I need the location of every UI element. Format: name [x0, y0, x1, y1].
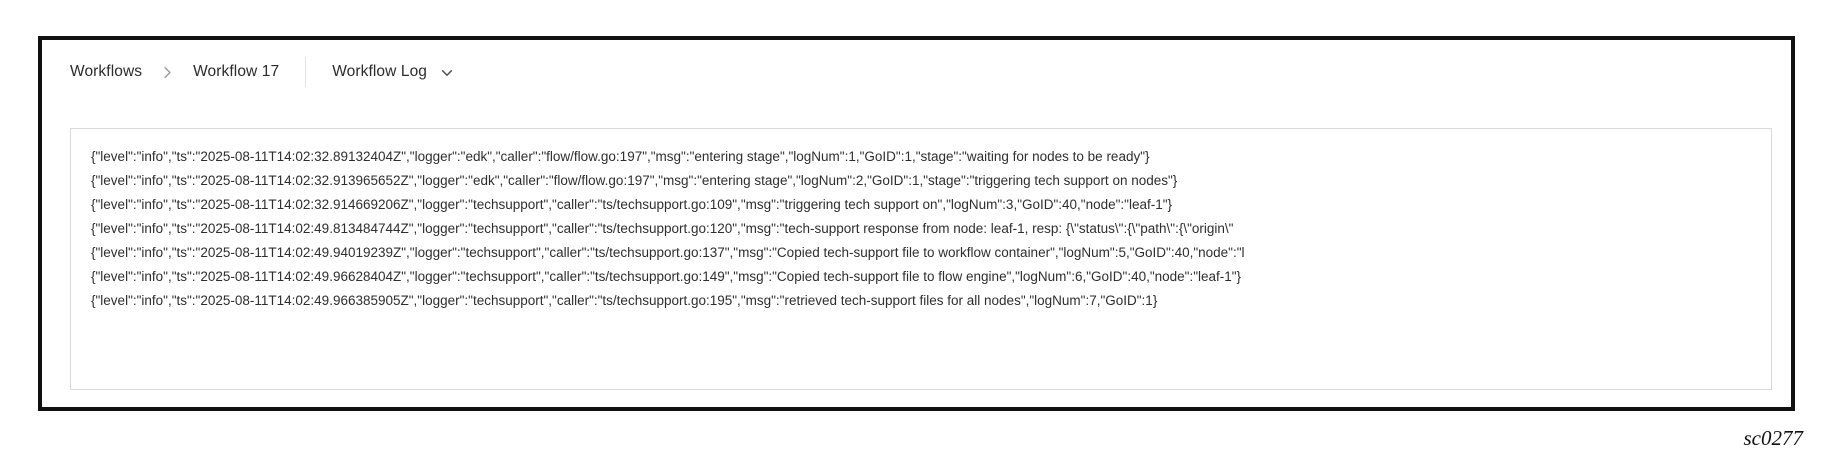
breadcrumb-workflows[interactable]: Workflows: [70, 63, 143, 80]
breadcrumb-workflow-17[interactable]: Workflow 17: [193, 63, 280, 80]
log-line: {"level":"info","ts":"2025-08-11T14:02:3…: [91, 197, 1173, 212]
figure-label: sc0277: [1743, 426, 1804, 450]
breadcrumb-divider: [305, 57, 307, 87]
log-line: {"level":"info","ts":"2025-08-11T14:02:3…: [91, 149, 1150, 164]
log-line: {"level":"info","ts":"2025-08-11T14:02:4…: [91, 293, 1158, 308]
log-line: {"level":"info","ts":"2025-08-11T14:02:3…: [91, 173, 1178, 188]
log-line: {"level":"info","ts":"2025-08-11T14:02:4…: [91, 245, 1245, 260]
chevron-right-icon: [161, 66, 174, 79]
workflow-log-window: Workflows Workflow 17 Workflow Log {"lev…: [38, 36, 1795, 411]
workflow-log-dropdown[interactable]: Workflow Log: [332, 63, 454, 81]
workflow-log-dropdown-label: Workflow Log: [332, 63, 428, 80]
breadcrumb: Workflows Workflow 17 Workflow Log: [70, 50, 454, 94]
log-line: {"level":"info","ts":"2025-08-11T14:02:4…: [91, 269, 1242, 284]
chevron-down-icon: [440, 66, 454, 80]
log-output[interactable]: {"level":"info","ts":"2025-08-11T14:02:3…: [70, 128, 1772, 390]
log-line: {"level":"info","ts":"2025-08-11T14:02:4…: [91, 221, 1234, 236]
